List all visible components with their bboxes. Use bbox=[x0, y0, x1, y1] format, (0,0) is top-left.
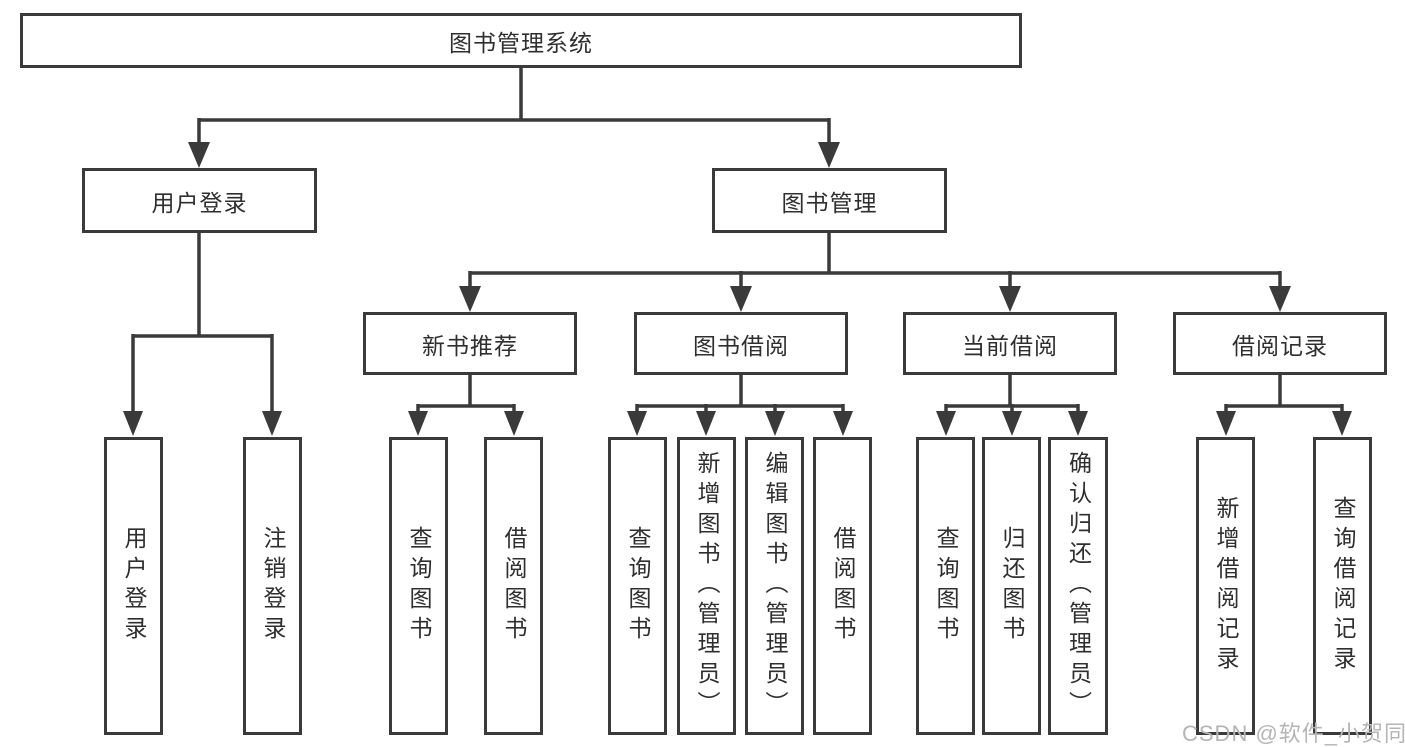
node-user-login-branch: 用户登录 bbox=[82, 168, 317, 233]
leaf-logout: 注销登录 bbox=[243, 437, 302, 735]
leaf-user-login: 用户登录 bbox=[104, 437, 163, 735]
node-borrowing-records: 借阅记录 bbox=[1173, 312, 1387, 375]
leaf-borrowing-edit-books-admin: 编辑图书（管理员） bbox=[745, 437, 804, 735]
leaf-current-query-books: 查询图书 bbox=[916, 437, 975, 735]
leaf-borrowing-query-books: 查询图书 bbox=[608, 437, 667, 735]
leaf-borrowing-add-books-admin: 新增图书（管理员） bbox=[677, 437, 736, 735]
node-book-borrowing: 图书借阅 bbox=[634, 312, 848, 375]
leaf-recommend-query-books: 查询图书 bbox=[389, 437, 448, 735]
node-current-borrowing: 当前借阅 bbox=[903, 312, 1117, 375]
node-library-system: 图书管理系统 bbox=[20, 13, 1022, 68]
leaf-records-query-borrow-record: 查询借阅记录 bbox=[1313, 437, 1372, 735]
leaf-current-confirm-return-admin: 确认归还（管理员） bbox=[1048, 437, 1108, 735]
leaf-borrowing-borrow-books: 借阅图书 bbox=[813, 437, 872, 735]
leaf-current-return-books: 归还图书 bbox=[982, 437, 1041, 735]
node-book-management-branch: 图书管理 bbox=[712, 168, 947, 233]
leaf-records-add-borrow-record: 新增借阅记录 bbox=[1196, 437, 1255, 735]
node-new-book-recommend: 新书推荐 bbox=[363, 312, 577, 375]
leaf-recommend-borrow-books: 借阅图书 bbox=[484, 437, 543, 735]
csdn-watermark: CSDN @软件_小贺同学 bbox=[1182, 721, 1405, 746]
